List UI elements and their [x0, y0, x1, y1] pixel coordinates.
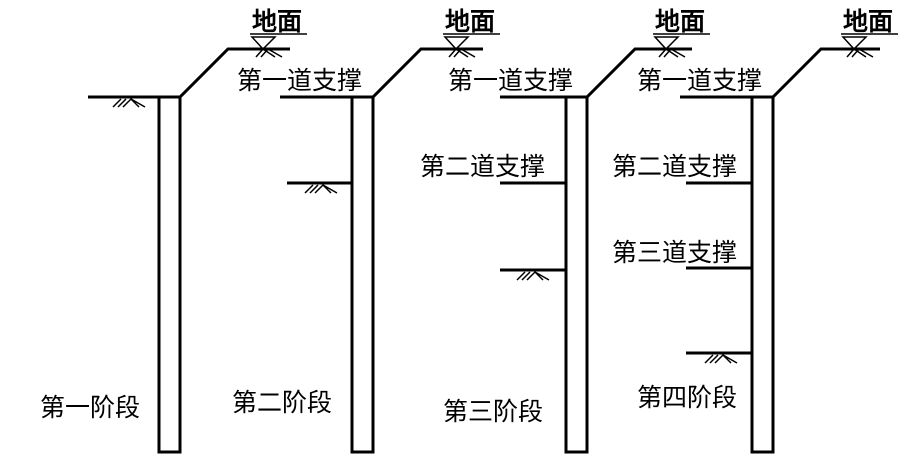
- retaining-wall: [350, 95, 375, 454]
- ground-level-marker-icon: [653, 36, 686, 58]
- support-label: 第二道支撑: [612, 152, 737, 181]
- stage-3: 地面 第一道支撑 第二道支撑 第三阶段: [420, 7, 710, 454]
- ground-level-marker-icon: [841, 36, 874, 58]
- ground-level-marker-icon: [250, 36, 283, 58]
- stage-2: 地面 第一道支撑 第二阶段: [232, 7, 500, 454]
- stage-label: 第四阶段: [637, 383, 737, 412]
- support-label: 第二道支撑: [420, 152, 545, 181]
- soil-hatch-icon: [304, 183, 338, 194]
- ground-profile: [500, 47, 692, 99]
- support-label: 第一道支撑: [637, 66, 762, 95]
- ground-label: 地面: [445, 7, 495, 36]
- stage-4: 地面 第一道支撑 第二道支撑 第三道支撑 第四阶段: [612, 7, 898, 454]
- soil-hatch-icon: [516, 270, 550, 281]
- stage-label: 第二阶段: [232, 388, 332, 417]
- ground-profile: [88, 47, 290, 99]
- retaining-wall: [564, 95, 589, 454]
- soil-hatch-icon: [112, 97, 146, 108]
- ground-level-marker-icon: [443, 36, 476, 58]
- ground-label: 地面: [843, 7, 893, 36]
- stage-label: 第三阶段: [443, 397, 543, 426]
- support-label: 第一道支撑: [448, 66, 573, 95]
- stage-1: 地面 第一阶段: [40, 7, 307, 454]
- ground-profile: [280, 47, 483, 99]
- retaining-wall: [750, 95, 775, 454]
- ground-profile: [680, 47, 880, 99]
- ground-label: 地面: [655, 7, 705, 36]
- support-label: 第三道支撑: [612, 238, 737, 267]
- ground-label: 地面: [252, 7, 302, 36]
- stage-label: 第一阶段: [40, 393, 140, 422]
- soil-hatch-icon: [704, 353, 738, 364]
- support-label: 第一道支撑: [237, 66, 362, 95]
- retaining-wall: [157, 95, 182, 454]
